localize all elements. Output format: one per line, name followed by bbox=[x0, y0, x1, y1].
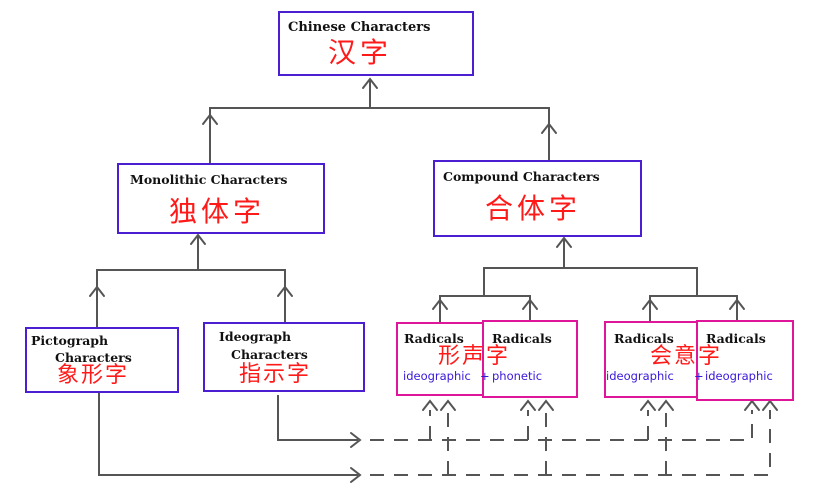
node-pictograph-characters: Pictograph Characters 象形字 bbox=[25, 327, 179, 393]
radical-title: Radicals bbox=[492, 331, 552, 346]
node-ideograph-characters: Ideograph Characters 指示字 bbox=[203, 322, 365, 392]
node-chinese: 合体字 bbox=[485, 192, 582, 225]
node-title-line1: Pictograph bbox=[31, 333, 109, 348]
dashed-arrowheads bbox=[422, 399, 778, 411]
compound-ideograph-plus: + bbox=[694, 369, 704, 383]
node-chinese: 独体字 bbox=[169, 195, 266, 228]
node-title: Compound Characters bbox=[443, 169, 600, 184]
node-title-line2: Characters bbox=[55, 350, 132, 365]
tree-link-compound-ideo-pair bbox=[649, 295, 738, 322]
ideograph-out-line bbox=[277, 395, 358, 441]
node-title: Chinese Characters bbox=[288, 20, 431, 35]
node-chinese-characters: Chinese Characters 汉字 bbox=[278, 11, 474, 76]
radical-title: Radicals bbox=[404, 331, 464, 346]
pictograph-dashed-route bbox=[370, 410, 771, 476]
phono-semantic-plus: + bbox=[480, 369, 490, 383]
pictograph-out-line bbox=[98, 393, 358, 476]
compound-ideograph-role-b: ideographic bbox=[705, 369, 773, 383]
node-title-line2: Characters bbox=[231, 347, 308, 362]
compound-ideograph-role-a: ideographic bbox=[606, 369, 674, 383]
phono-semantic-role-a: ideographic bbox=[403, 369, 471, 383]
node-compound-characters: Compound Characters 合体字 bbox=[433, 160, 642, 237]
radical-box-ideographic-2: Radicals bbox=[604, 321, 700, 398]
dashed-connectors bbox=[370, 410, 771, 476]
tree-link-phono-pair bbox=[439, 295, 531, 322]
radical-title: Radicals bbox=[614, 331, 674, 346]
radical-box-ideographic-3: Radicals bbox=[696, 320, 794, 401]
node-chinese: 汉字 bbox=[328, 36, 393, 69]
tree-link-level1 bbox=[209, 107, 550, 163]
ideograph-dashed-route bbox=[370, 410, 753, 441]
tree-link-compound-children bbox=[483, 267, 698, 296]
tree-link-monolithic-children bbox=[96, 269, 286, 327]
node-title-line1: Ideograph bbox=[219, 329, 292, 344]
node-chinese: 指示字 bbox=[239, 362, 312, 387]
phono-semantic-role-b: phonetic bbox=[492, 369, 543, 383]
arrowheads bbox=[89, 77, 745, 483]
node-chinese: 象形字 bbox=[57, 363, 130, 388]
solid-connectors bbox=[96, 80, 738, 476]
node-title: Monolithic Characters bbox=[130, 172, 288, 187]
radical-box-ideographic-1: Radicals bbox=[396, 322, 486, 396]
node-monolithic-characters: Monolithic Characters 独体字 bbox=[117, 163, 325, 234]
phono-semantic-chinese: 形声字 bbox=[438, 344, 511, 369]
radical-box-phonetic: Radicals bbox=[482, 320, 578, 398]
compound-ideograph-chinese: 会意字 bbox=[650, 344, 723, 369]
radical-title: Radicals bbox=[706, 331, 766, 346]
